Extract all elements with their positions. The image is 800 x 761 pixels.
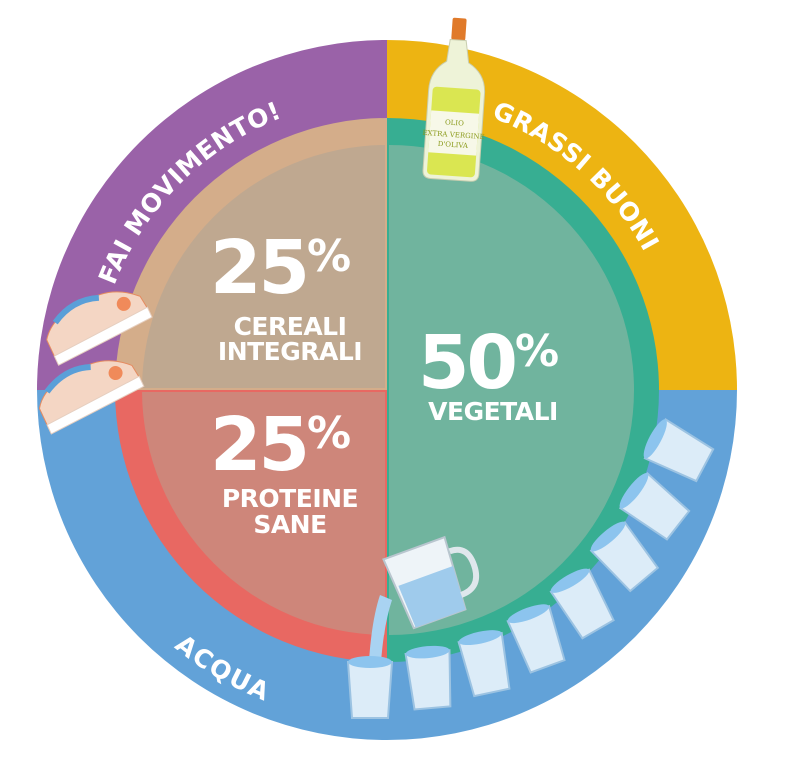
svg-text:OLIO: OLIO [445,118,465,127]
grains-label-line1: CEREALI [234,312,347,341]
water-glass-icon [589,520,660,593]
grains-label-line2: INTEGRALI [218,337,362,366]
proteins-label-line2: SANE [253,510,326,539]
vegetables-label: VEGETALI [428,397,558,426]
plate-section-grains [142,145,385,388]
water-glass-icon [457,630,511,698]
olive-oil-bottle-icon: OLIO EXTRA VERGINE D'OLIVA [422,17,486,182]
water-glass-icon [346,656,394,719]
proteins-label-line1: PROTEINE [222,484,358,513]
water-pitcher-icon [382,535,480,630]
water-glass-icon [404,645,452,711]
water-glass-icon [643,418,715,483]
vegetables-percent: 50% [418,320,559,406]
water-glass-icon [506,604,566,674]
sneaker-icon [46,291,153,366]
svg-text:D'OLIVA: D'OLIVA [437,140,469,150]
proteins-percent: 25% [210,402,351,488]
water-glass-icon [549,568,615,640]
sneaker-icon [38,360,145,435]
water-glasses [346,418,715,719]
plate-section-vegetables [389,145,634,635]
water-glass-icon [618,471,691,541]
plate-section-proteins [142,392,385,635]
grains-percent: 25% [210,225,351,311]
